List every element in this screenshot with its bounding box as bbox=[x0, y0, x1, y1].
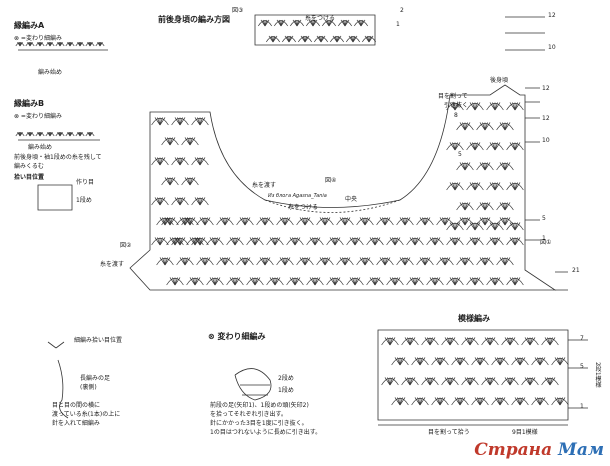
edging-b-note2: 編みくるむ bbox=[14, 163, 44, 170]
row-number: 21 bbox=[572, 267, 580, 274]
pattern-title: 模様編み bbox=[458, 314, 490, 323]
body-outline bbox=[129, 84, 557, 291]
variant-sc-note3: 針にかかった3目を1度に引き抜く。 bbox=[210, 420, 308, 427]
row-number: 5 bbox=[542, 215, 546, 222]
back-body-label: 後身頃 bbox=[490, 77, 509, 84]
pickup-cast-on: 作り目 bbox=[76, 179, 95, 186]
row-number: 5 bbox=[458, 151, 462, 158]
fig3-label: 図③ bbox=[232, 7, 244, 14]
fig4-watermark: Из блога Agasna_Tania bbox=[268, 193, 327, 199]
pattern-panel-outline bbox=[377, 329, 569, 421]
row-number: 12 bbox=[542, 85, 550, 92]
edging-a-legend: ⊗ =変わり細編み bbox=[14, 35, 62, 42]
fig4-yarn-attach: 糸をつける bbox=[288, 204, 319, 211]
pickup-row: 1段め bbox=[76, 197, 92, 204]
variant-sc-note1: 前段の足(矢印1)、1段めの頭(矢印2) bbox=[210, 402, 309, 409]
row-number: 7 bbox=[580, 335, 584, 342]
row-number: 12 bbox=[542, 115, 550, 122]
pattern-split-pull: 目を割って拾う bbox=[428, 429, 470, 436]
fig1-label: 図① bbox=[540, 239, 552, 246]
pull-label: 引き抜く bbox=[444, 102, 469, 109]
fig2-label: 図② bbox=[120, 242, 132, 249]
row-number: 12 bbox=[548, 12, 556, 19]
row-number: 10 bbox=[548, 44, 556, 51]
row-number: 8 bbox=[454, 112, 458, 119]
sc-pickup-note1: 目と目の間の横に bbox=[52, 402, 101, 409]
variant-sc-note2: を拾ってそれぞれ引き出す。 bbox=[210, 411, 287, 418]
sc-pickup-foot: 長編みの足 bbox=[80, 375, 111, 382]
row-number: 5 bbox=[580, 363, 584, 370]
edging-b-title: 縁編みB bbox=[14, 99, 45, 108]
variant-sc-title: ⊗ 変わり細編み bbox=[208, 332, 266, 341]
fig3-outline bbox=[254, 14, 376, 46]
row-number: 1 bbox=[396, 21, 400, 28]
edging-b-note1: 前後身頃・袖1段めの糸を残して bbox=[14, 154, 102, 161]
fig4-center: 中央 bbox=[345, 196, 358, 203]
fig4-label: 図④ bbox=[325, 177, 337, 184]
pattern-row-repeat: 2段1模様 bbox=[594, 362, 601, 388]
pattern-repeat-label: 9目1模様 bbox=[512, 429, 538, 436]
fig4-yarn-pass: 糸を渡す bbox=[252, 182, 277, 189]
variant-sc-row2: 2段め bbox=[278, 375, 294, 382]
variant-sc-note4: 1の目はつれないように長めに引き出す。 bbox=[210, 429, 322, 436]
fig3-yarn-attach: 糸をつける bbox=[305, 15, 336, 22]
sc-pickup-note3: 針を入れて細編み bbox=[52, 420, 100, 427]
edging-a-start: 編み始め bbox=[38, 69, 63, 76]
pickup-title: 拾い目位置 bbox=[14, 174, 45, 181]
split-label: 目を割って bbox=[438, 93, 468, 100]
sc-pickup-title: 細編み拾い目位置 bbox=[74, 337, 123, 344]
sc-pickup-foot2: (裏側) bbox=[80, 384, 97, 391]
row-number: 2 bbox=[400, 7, 404, 14]
edging-b-start: 編み始め bbox=[28, 144, 53, 151]
variant-sc-row1: 1段め bbox=[278, 387, 294, 394]
row-number: 1 bbox=[542, 235, 546, 242]
row-number: 1 bbox=[580, 403, 584, 410]
site-logo: Страна Мам bbox=[474, 440, 604, 460]
sc-pickup-note2: 渡っている糸(1本)の上に bbox=[52, 411, 121, 418]
diagram-title: 前後身頃の編み方図 bbox=[158, 15, 230, 24]
fig2-yarn-pass: 糸を渡す bbox=[100, 261, 125, 268]
row-number: 10 bbox=[542, 137, 550, 144]
edging-a-title: 縁編みA bbox=[14, 21, 45, 30]
edging-b-legend: ⊗ =変わり細編み bbox=[14, 113, 62, 120]
